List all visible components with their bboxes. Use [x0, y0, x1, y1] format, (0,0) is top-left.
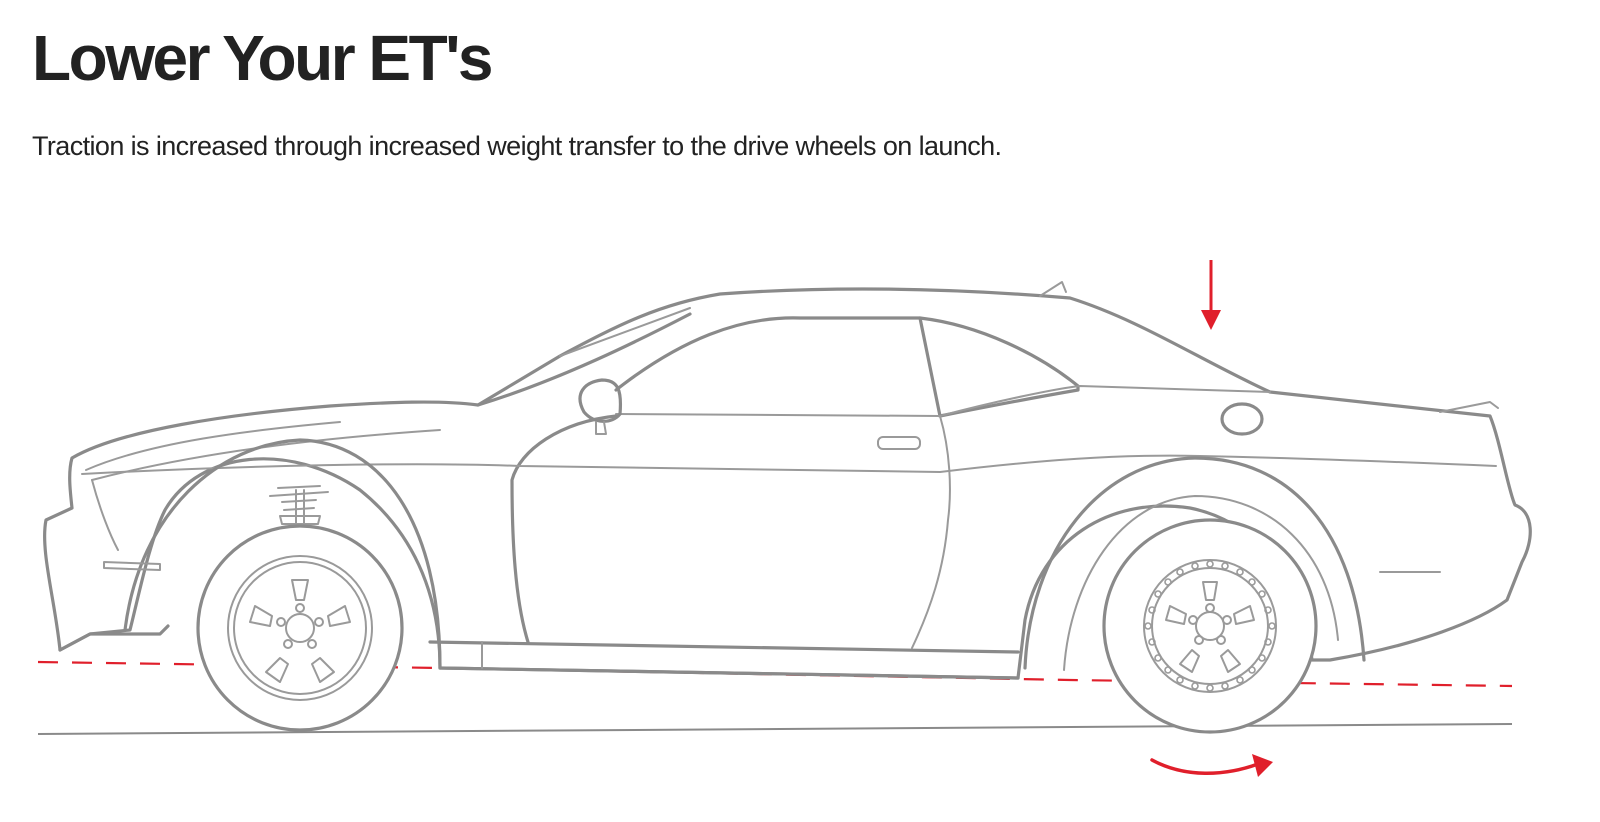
front-wheel-icon — [196, 524, 404, 732]
ground-line — [37, 723, 1513, 735]
car-diagram — [37, 260, 1532, 777]
car-outline-icon — [43, 281, 1532, 680]
downward-force-arrow-icon — [1201, 260, 1221, 330]
front-suspension-icon — [269, 485, 329, 531]
page-title: Lower Your ET's — [32, 22, 494, 94]
rotation-arrow-icon — [1150, 754, 1273, 777]
page-subtitle: Traction is increased through increased … — [32, 131, 1002, 161]
rear-wheel-icon — [1102, 518, 1318, 734]
